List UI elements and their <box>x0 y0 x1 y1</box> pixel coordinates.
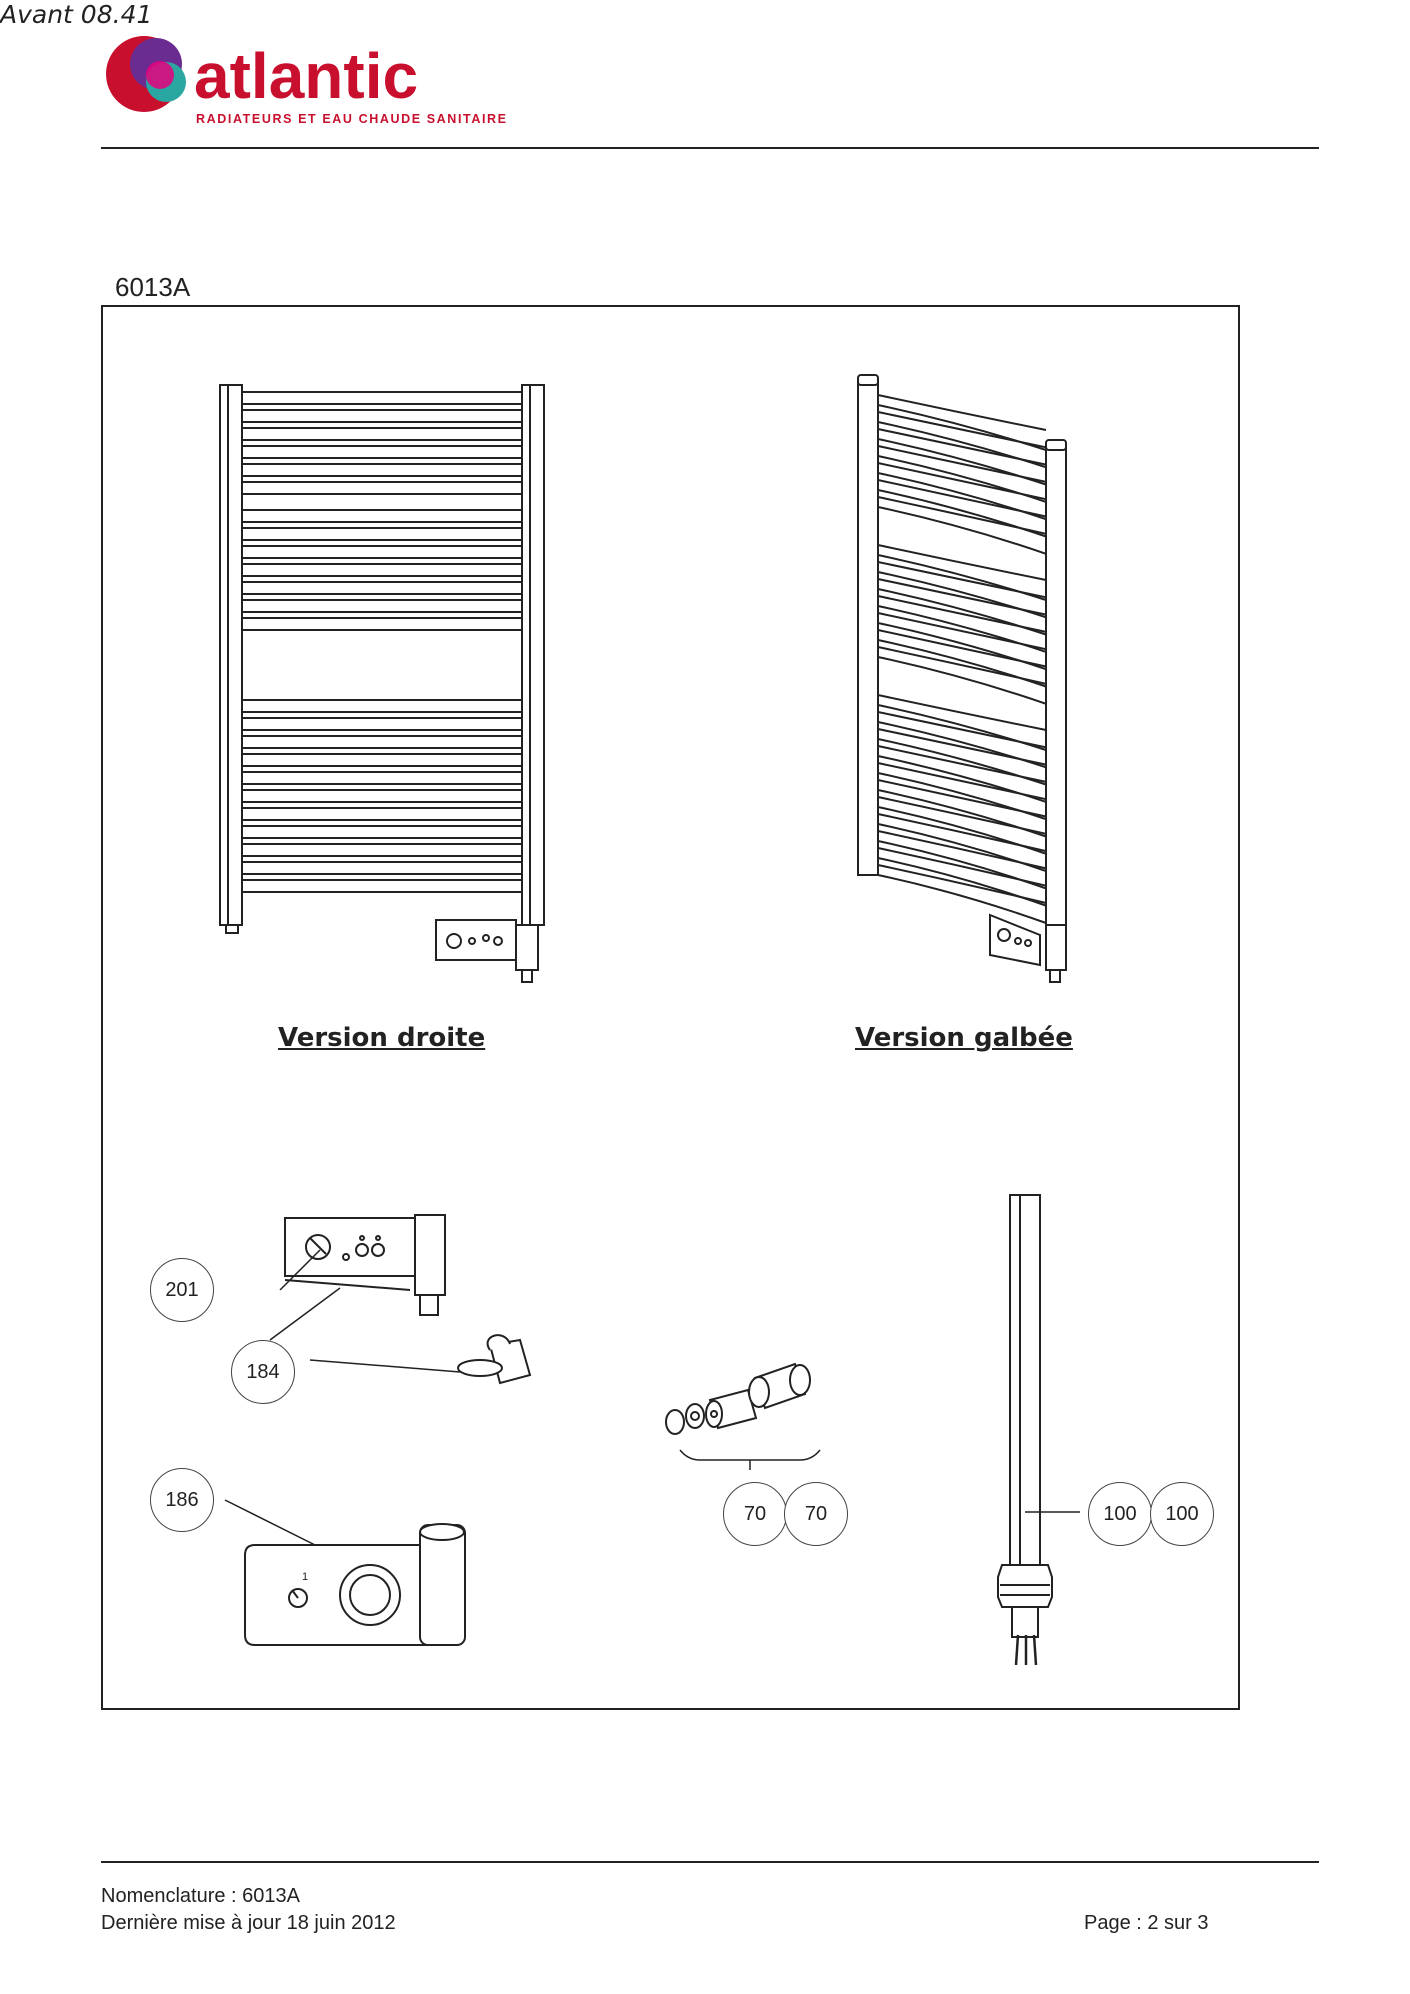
callout-201: 201 <box>150 1258 214 1322</box>
thermostat-drawing: 1 <box>224 1499 466 1646</box>
footer-page-number: Page : 2 sur 3 <box>1084 1912 1209 1934</box>
control-box-drawing <box>269 1214 532 1385</box>
brand-name: atlantic <box>194 40 418 112</box>
straight-radiator-drawing <box>219 384 545 983</box>
straight-version-caption: Version droite <box>278 1023 486 1053</box>
curved-version-subcaption: Avant 08.41 <box>0 0 153 29</box>
callout-70-a: 70 <box>723 1482 787 1546</box>
heating-element-drawing <box>997 1194 1080 1666</box>
callout-184: 184 <box>231 1340 295 1404</box>
callout-186: 186 <box>150 1468 214 1532</box>
curved-version-caption: Version galbée <box>855 1023 1073 1053</box>
curved-radiator-drawing <box>857 374 1067 983</box>
callout-70-b: 70 <box>784 1482 848 1546</box>
header-rule <box>101 147 1319 149</box>
footer-nomenclature: Nomenclature : 6013A <box>101 1885 301 1907</box>
brand-tagline: RADIATEURS ET EAU CHAUDE SANITAIRE <box>196 112 508 126</box>
callout-100-b: 100 <box>1150 1482 1214 1546</box>
figure-frame <box>101 305 1240 1710</box>
model-label: 6013A <box>115 272 191 302</box>
footer-rule <box>101 1861 1319 1863</box>
svg-text:1: 1 <box>302 1571 308 1583</box>
atlantic-logo: atlantic <box>106 36 418 112</box>
callout-100-a: 100 <box>1088 1482 1152 1546</box>
fittings-drawing <box>665 1362 821 1470</box>
footer-updated: Dernière mise à jour 18 juin 2012 <box>101 1912 396 1934</box>
